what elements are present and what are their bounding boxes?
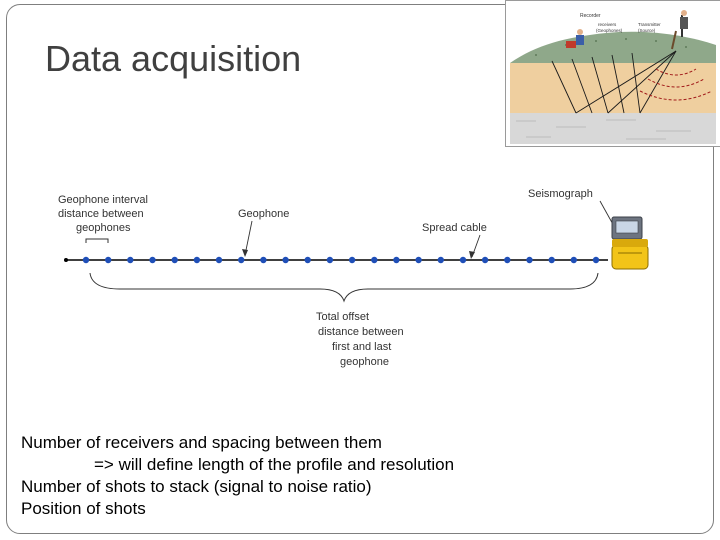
geophone-marker [504, 256, 511, 264]
geophone-interval-label-line2: distance between [58, 208, 144, 220]
geophone-marker [193, 256, 201, 264]
bullet-item: Number of shots to stack (signal to nois… [21, 477, 372, 496]
bullet-subitem: => will define length of the profile and… [94, 455, 455, 474]
geophone-marker [348, 256, 356, 264]
geophone-interval-label-line3: geophones [76, 222, 131, 234]
source-label: Transmitter [638, 22, 661, 27]
geophone-marker [393, 256, 400, 264]
source-sublabel: (Source) [638, 28, 656, 33]
geophone-marker [548, 256, 555, 264]
geophone-marker [459, 256, 467, 264]
geophone-marker [415, 256, 422, 264]
geophone-marker [282, 256, 289, 264]
geophone-marker [326, 256, 334, 264]
geophone-marker [127, 256, 134, 264]
soil-layer [510, 63, 716, 113]
bullet-item: Number of receivers and spacing between … [21, 433, 382, 452]
geophone-marker [82, 256, 90, 264]
geophone-interval-bracket [85, 238, 109, 243]
geophone-marker [481, 256, 489, 264]
geophone-marker [570, 256, 577, 264]
total-offset-label-line4: geophone [340, 356, 389, 368]
geophone-marker [437, 256, 444, 264]
geophone-marker [592, 256, 600, 264]
seismograph-label: Seismograph [528, 188, 593, 200]
geophone-arrow-head [242, 249, 248, 257]
receivers-label: receivers [598, 22, 617, 27]
seismic-survey-illustration: Recorder receivers (Geophones) Transmitt… [505, 0, 720, 147]
geophone-marker [149, 256, 156, 264]
geophone-marker [238, 256, 245, 264]
bedrock-layer [510, 113, 716, 144]
geophone-marker [215, 256, 223, 264]
spread-cable-arrow-head [469, 251, 475, 259]
geophone-label: Geophone [238, 208, 289, 220]
recorder-box [566, 41, 576, 48]
total-offset-label-line3: first and last [332, 341, 391, 353]
bullet-item: Position of shots [21, 499, 146, 518]
geophone-marker [371, 256, 378, 264]
geophone-interval-label-line1: Geophone interval [58, 194, 148, 206]
total-offset-brace [89, 272, 599, 303]
geophone-group [82, 256, 600, 264]
cable-end-dot [64, 258, 68, 262]
receivers-sublabel: (Geophones) [596, 28, 623, 33]
geophone-marker [526, 256, 533, 264]
geophone-spread-diagram: Geophone interval distance between geoph… [58, 188, 649, 368]
total-offset-label-line2: distance between [318, 326, 404, 338]
spread-cable-label: Spread cable [422, 222, 487, 234]
seismograph-device [611, 216, 649, 270]
geophone-marker [171, 256, 178, 264]
slide-title: Data acquisition [45, 38, 302, 79]
bullet-list: Number of receivers and spacing between … [21, 432, 454, 520]
total-offset-label-line1: Total offset [316, 311, 369, 323]
recorder-label: Recorder [580, 13, 601, 19]
ground-surface [510, 31, 716, 63]
geophone-marker [304, 256, 311, 264]
geophone-marker [105, 256, 112, 264]
geophone-marker [260, 256, 267, 264]
